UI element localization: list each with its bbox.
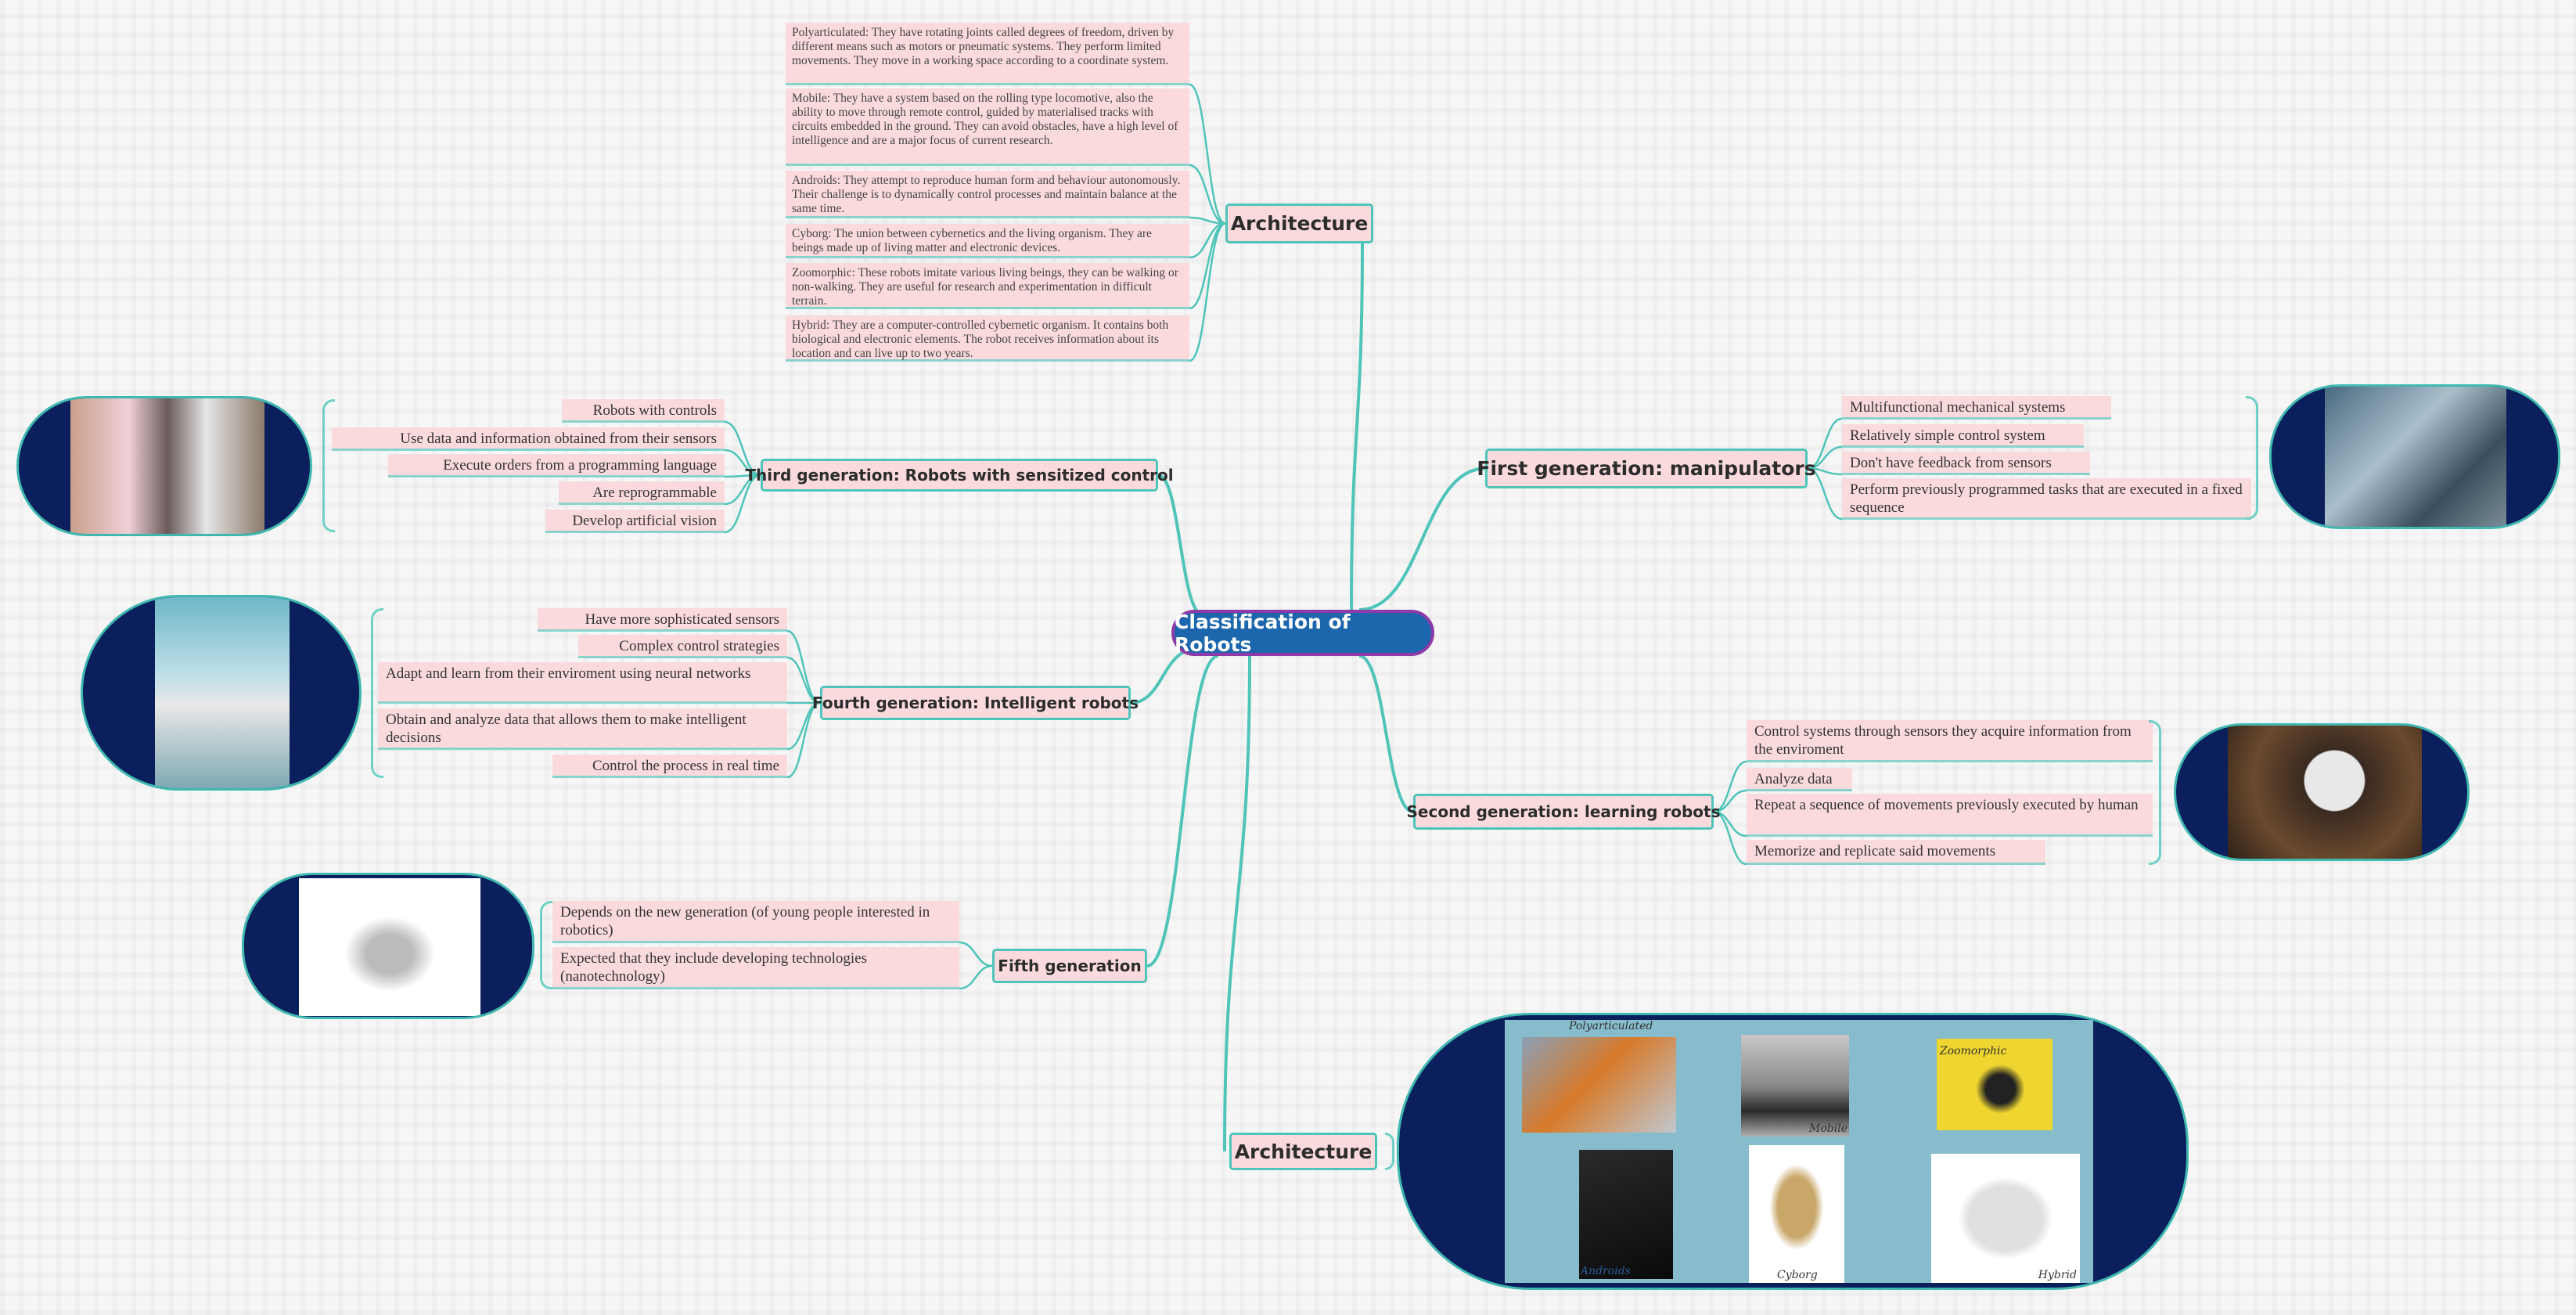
thumb-polyarticulated: Polyarticulated	[1522, 1020, 1676, 1133]
connector-item	[1189, 216, 1226, 225]
list-item[interactable]: Analyze data	[1747, 768, 1852, 791]
image-architecture-collage: Polyarticulated Mobile Zoomorphic Androi…	[1397, 1013, 2189, 1290]
subtopic-androids[interactable]: Androids: They attempt to reproduce huma…	[786, 171, 1189, 218]
list-item[interactable]: Don't have feedback from sensors	[1842, 452, 2090, 475]
list-item[interactable]: Have more sophisticated sensors	[538, 608, 787, 632]
topic-architecture-top[interactable]: Architecture	[1225, 204, 1373, 243]
list-item[interactable]: Robots with controls	[562, 399, 725, 423]
bracket	[2149, 720, 2161, 865]
topic-first-generation[interactable]: First generation: manipulators	[1477, 449, 1816, 488]
list-item[interactable]: Control the process in real time	[552, 755, 787, 778]
connector-root-third	[1157, 474, 1203, 616]
subtopic-cyborg[interactable]: Cyborg: The union between cybernetics an…	[786, 224, 1189, 258]
connector-root-first	[1358, 467, 1486, 611]
list-item[interactable]: Control systems through sensors they acq…	[1747, 720, 2153, 762]
bracket	[322, 399, 335, 532]
subtopic-polyarticulated[interactable]: Polyarticulated: They have rotating join…	[786, 23, 1189, 85]
connector-root-fifth	[1146, 654, 1219, 967]
list-item[interactable]: Execute orders from a programming langua…	[388, 454, 725, 477]
connector-root-second	[1358, 654, 1414, 813]
connector-item	[786, 701, 821, 779]
thumb-cyborg: Cyborg	[1749, 1145, 1844, 1283]
image-child-with-robot	[16, 396, 312, 536]
topic-third-generation[interactable]: Third generation: Robots with sensitized…	[745, 459, 1174, 492]
bracket	[2246, 396, 2258, 520]
connector-root-architecture-bottom	[1223, 655, 1251, 1152]
list-item[interactable]: Are reprogrammable	[559, 481, 725, 505]
subtopic-mobile[interactable]: Mobile: They have a system based on the …	[786, 88, 1189, 166]
image-robot-dog	[242, 873, 534, 1019]
central-topic[interactable]: Classification of Robots	[1171, 610, 1434, 656]
list-item[interactable]: Depends on the new generation (of young …	[552, 901, 959, 943]
subtopic-hybrid[interactable]: Hybrid: They are a computer-controlled c…	[786, 315, 1189, 362]
image-manipulator-robot	[2269, 384, 2560, 529]
list-item[interactable]: Expected that they include developing te…	[552, 947, 959, 989]
list-item[interactable]: Adapt and learn from their enviroment us…	[378, 662, 787, 704]
list-item[interactable]: Obtain and analyze data that allows them…	[378, 708, 787, 750]
topic-second-generation[interactable]: Second generation: learning robots	[1407, 794, 1721, 830]
bracket	[1385, 1133, 1394, 1170]
connector-item	[1189, 83, 1226, 225]
topic-fifth-generation[interactable]: Fifth generation	[992, 949, 1147, 983]
connector-item	[1189, 164, 1226, 225]
image-asimo-robot	[81, 595, 362, 791]
subtopic-zoomorphic[interactable]: Zoomorphic: These robots imitate various…	[786, 263, 1189, 309]
list-item[interactable]: Repeat a sequence of movements previousl…	[1747, 794, 2153, 837]
thumb-mobile: Mobile	[1741, 1035, 1849, 1137]
list-item[interactable]: Perform previously programmed tasks that…	[1842, 478, 2251, 520]
list-item[interactable]: Memorize and replicate said movements	[1747, 840, 2045, 865]
connector-root-architecture	[1350, 243, 1364, 611]
list-item[interactable]: Complex control strategies	[578, 635, 787, 658]
list-item[interactable]: Develop artificial vision	[545, 510, 725, 533]
list-item[interactable]: Multifunctional mechanical systems	[1842, 396, 2111, 420]
connector-item	[1189, 222, 1226, 362]
topic-architecture-bottom[interactable]: Architecture	[1229, 1133, 1377, 1170]
thumb-zoomorphic: Zoomorphic	[1937, 1039, 2053, 1130]
connector-item	[959, 964, 993, 990]
image-learning-robot	[2174, 723, 2470, 861]
connector-item	[1189, 222, 1226, 310]
bracket	[540, 901, 552, 989]
list-item[interactable]: Relatively simple control system	[1842, 424, 2084, 448]
thumb-androids: Androids	[1579, 1150, 1673, 1279]
connector-item	[786, 629, 821, 704]
thumb-hybrid: Hybrid	[1931, 1154, 2080, 1283]
topic-fourth-generation[interactable]: Fourth generation: Intelligent robots	[812, 686, 1139, 720]
list-item[interactable]: Use data and information obtained from t…	[332, 427, 725, 451]
connector-item	[959, 941, 993, 967]
connector-root-fourth	[1130, 648, 1196, 704]
bracket	[371, 608, 383, 778]
connector-item	[1189, 222, 1226, 259]
